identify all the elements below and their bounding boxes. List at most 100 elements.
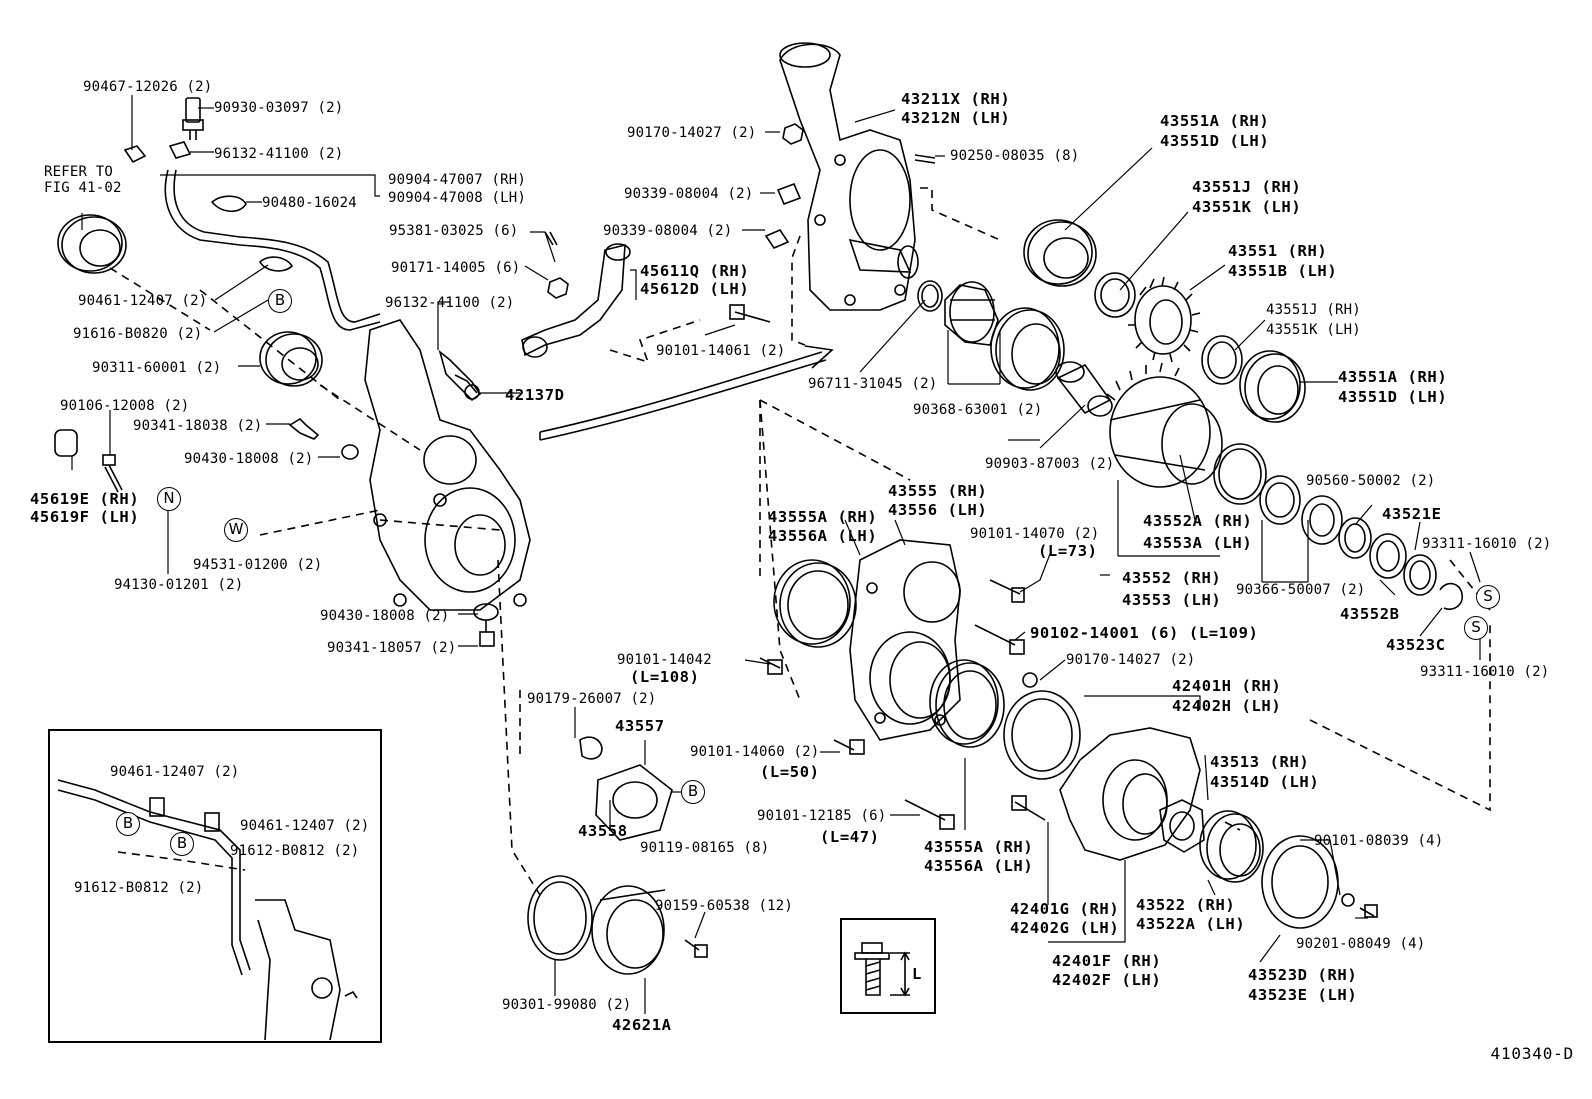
label-43552: 43552 (RH) [1122,569,1222,587]
label-90368: 90368-63001 (2) [913,402,1043,418]
label-90179: 90179-26007 (2) [527,691,657,707]
label-43556a-lh-2: 43556A (LH) [924,857,1034,875]
leader-lines [71,95,1481,1014]
label-43556a-lh: 43556A (LH) [768,527,878,545]
label-90101-08039: 90101-08039 (4) [1314,833,1444,849]
hose-clamp-icon [123,141,294,272]
label-43551j-rh-2: 43551J (RH) [1266,302,1361,318]
knuckle-dashed-lines [609,187,1001,701]
inset-hose-drawing [57,779,358,1041]
label-43552a: 43552A (RH) [1143,512,1253,530]
sprocket-gear-icon [1128,276,1201,363]
knuckle-housing-left-icon [364,319,531,611]
label-43557: 43557 [615,717,665,735]
snap-ring-set-icon [1338,517,1463,610]
inset-label-91612-b: 91612-B0812 (2) [74,880,204,896]
label-43551j-rh: 43551J (RH) [1192,178,1302,196]
hub-flange-icon [1059,727,1201,861]
label-93311-b: 93311-16010 (2) [1420,664,1550,680]
label-90366: 90366-50007 (2) [1236,582,1366,598]
label-42402g: 42402G (LH) [1010,919,1120,937]
oil-seal-left-icon [57,214,127,274]
label-90903: 90903-87003 (2) [985,456,1115,472]
label-96711: 96711-31045 (2) [808,376,938,392]
label-90101-14042: 90101-14042 [617,652,712,668]
breather-hose [164,169,381,331]
marker-s-2: S [1464,616,1488,640]
label-43553a: 43553A (LH) [1143,534,1253,552]
label-90467: 90467-12026 (2) [83,79,213,95]
cap-bolt-icon [1341,893,1378,918]
label-43522: 43522 (RH) [1136,896,1236,914]
tapered-roller-bearing-icon [944,281,999,346]
label-96132-a: 96132-41100 (2) [214,146,344,162]
label-91616: 91616-B0820 (2) [73,326,203,342]
drive-gear-icon [1106,362,1223,488]
label-42401h: 42401H (RH) [1172,677,1282,695]
label-94531: 94531-01200 (2) [193,557,323,573]
label-fig-ref: FIG 41-02 [44,180,122,196]
label-43513: 43513 (RH) [1210,753,1310,771]
bearing-right-icon [1239,350,1306,423]
bolt-length-diagram [854,942,910,997]
label-42401f: 42401F (RH) [1052,952,1162,970]
label-90101-14070: 90101-14070 (2) [970,526,1100,542]
thrust-washer-icon [1094,272,1136,318]
label-43551a-rh: 43551A (RH) [1160,112,1270,130]
label-90339-b: 90339-08004 (2) [603,223,733,239]
label-90480: 90480-16024 [262,195,357,211]
label-45611q: 45611Q (RH) [640,262,750,280]
label-90430-a: 90430-18008 (2) [184,451,314,467]
marker-n: N [157,487,181,511]
bolt-length-legend-box [840,918,936,1014]
label-90106: 90106-12008 (2) [60,398,190,414]
label-43552b: 43552B [1340,605,1400,623]
label-43521e: 43521E [1382,505,1442,523]
label-43551b-lh: 43551B (LH) [1228,262,1338,280]
cap-screw-icon [684,939,708,958]
steering-knuckle-icon [779,42,919,311]
label-43523e: 43523E (LH) [1248,986,1358,1004]
bolt-lower-icon [759,579,1046,830]
label-45612d: 45612D (LH) [640,280,750,298]
label-90119: 90119-08165 (8) [640,840,770,856]
label-90171: 90171-14005 (6) [391,260,521,276]
spacer-sleeve-icon [1055,361,1113,417]
free-wheel-hub-icon [1199,810,1264,883]
inset-label-90461-a: 90461-12407 (2) [110,764,240,780]
inset-label-91612-a: 91612-B0812 (2) [230,843,360,859]
dust-seal-icon [929,659,1005,748]
label-90201: 90201-08049 (4) [1296,936,1426,952]
bolt-length-label: L [912,965,922,983]
label-93311-a: 93311-16010 (2) [1422,536,1552,552]
flow-arrow [539,351,823,433]
label-90101-14061: 90101-14061 (2) [656,343,786,359]
oil-seal-mid-icon [259,331,323,387]
label-43558: 43558 [578,822,628,840]
label-43523c: 43523C [1386,636,1446,654]
label-90102: 90102-14001 (6) (L=109) [1030,624,1259,642]
label-42402f: 42402F (LH) [1052,971,1162,989]
label-90250: 90250-08035 (8) [950,148,1080,164]
label-95381: 95381-03025 (6) [389,223,519,239]
bolt-icon [54,349,499,647]
label-90301: 90301-99080 (2) [502,997,632,1013]
label-43555a-rh-2: 43555A (RH) [924,838,1034,856]
dust-cap-icon [591,885,666,975]
hub-housing-icon [849,539,961,741]
figure-number: 410340-D [1490,1044,1574,1063]
hub-cover-gasket-icon [1261,835,1339,929]
label-42401g: 42401G (RH) [1010,900,1120,918]
label-45619e: 45619E (RH) [30,490,140,508]
washer-icon [917,280,943,312]
marker-b-2: B [681,780,705,804]
label-90560: 90560-50002 (2) [1306,473,1436,489]
label-43553: 43553 (LH) [1122,591,1222,609]
label-43555a-rh: 43555A (RH) [768,508,878,526]
label-90170-a: 90170-14027 (2) [627,125,757,141]
inset-label-90461-b: 90461-12407 (2) [240,818,370,834]
label-90930: 90930-03097 (2) [214,100,344,116]
label-90101-12185: 90101-12185 (6) [757,808,887,824]
label-45619f: 45619F (LH) [30,508,140,526]
